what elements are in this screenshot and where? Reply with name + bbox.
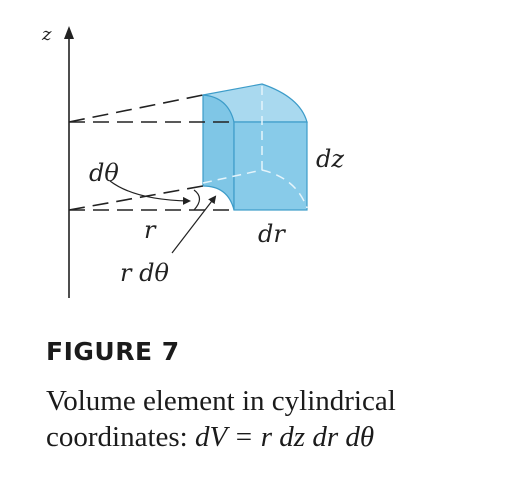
dtheta-label: dθ <box>89 159 119 187</box>
z-axis-label: z <box>41 24 52 45</box>
r-dtheta-label: r dθ <box>120 259 169 287</box>
dashed-line-top-back <box>68 94 204 123</box>
curved-face <box>202 94 235 211</box>
r-label: r <box>144 216 157 244</box>
hidden-edge-left <box>202 169 263 184</box>
figure-title: FIGURE 7 <box>46 337 180 366</box>
dr-label: dr <box>258 220 286 248</box>
cylindrical-volume-element-diagram: z dθ r r dθ dz dr <box>41 24 344 298</box>
front-face <box>233 121 308 211</box>
caption-line-2-prefix: coordinates: <box>46 421 195 453</box>
caption-line-2: coordinates: dV = r dz dr dθ <box>46 419 396 455</box>
r-dtheta-arrow <box>171 195 217 254</box>
volume-element-solid <box>202 83 308 211</box>
z-axis-arrowhead <box>64 26 74 39</box>
dz-label: dz <box>316 145 344 173</box>
dtheta-angle-arc <box>193 189 201 211</box>
dtheta-arrow <box>109 180 191 205</box>
hidden-edge-curve <box>261 169 308 209</box>
volume-formula: dV = r dz dr dθ <box>194 421 375 453</box>
caption-line-1: Volume element in cylindrical <box>46 385 396 417</box>
figure-caption: Volume element in cylindrical coordinate… <box>46 383 396 455</box>
dashed-line-bottom-back <box>68 185 204 211</box>
